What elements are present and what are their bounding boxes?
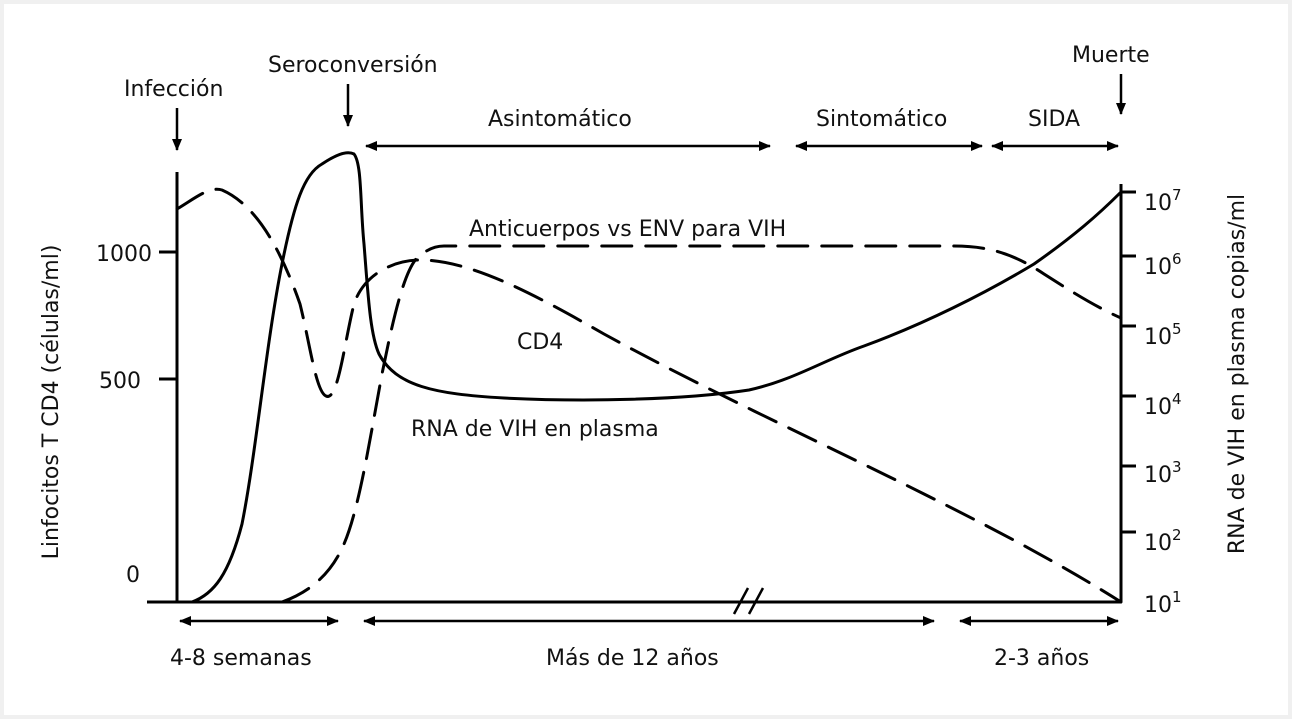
left-tick-500: 500: [99, 369, 141, 394]
cd4-label: CD4: [517, 330, 563, 355]
duration-early-label: 4-8 semanas: [170, 646, 312, 671]
diagram-canvas: 1000 500 0 107 106 105 104 103 102 101 L…: [39, 43, 1250, 671]
right-tick-marks: [1121, 190, 1136, 534]
cd4-curve: [175, 187, 1123, 604]
right-tick-labels: 107 106 105 104 103 102 101: [1144, 186, 1182, 618]
seroconversion-label: Seroconversión: [268, 53, 438, 78]
right-axis-label: RNA de VIH en plasma copias/ml: [1225, 194, 1250, 554]
left-tick-1000: 1000: [96, 242, 152, 267]
right-tick-1e2: 102: [1144, 526, 1182, 556]
right-tick-1e4: 104: [1144, 390, 1182, 420]
antibodies-curve: [280, 244, 1123, 604]
phase-symptomatic-label: Sintomático: [816, 107, 947, 132]
duration-late-label: 2-3 años: [994, 646, 1089, 671]
right-tick-1e5: 105: [1144, 320, 1182, 350]
death-label: Muerte: [1072, 43, 1150, 68]
rna-curve: [190, 151, 1123, 604]
left-tick-0: 0: [126, 563, 140, 588]
hiv-progression-diagram: 1000 500 0 107 106 105 104 103 102 101 L…: [4, 4, 1288, 715]
antibodies-label: Anticuerpos vs ENV para VIH: [469, 217, 786, 242]
right-tick-1e6: 106: [1144, 250, 1182, 280]
rna-label: RNA de VIH en plasma: [411, 417, 659, 442]
phase-asymptomatic-label: Asintomático: [488, 107, 632, 132]
right-tick-1e3: 103: [1144, 458, 1182, 488]
infection-label: Infección: [124, 77, 223, 102]
right-tick-1e7: 107: [1144, 186, 1182, 216]
right-tick-1e1: 101: [1144, 588, 1182, 618]
axis-break-mark: [732, 587, 765, 615]
left-axis-label: Linfocitos T CD4 (células/ml): [39, 245, 64, 560]
duration-long-label: Más de 12 años: [546, 646, 719, 671]
phase-aids-label: SIDA: [1028, 107, 1080, 132]
